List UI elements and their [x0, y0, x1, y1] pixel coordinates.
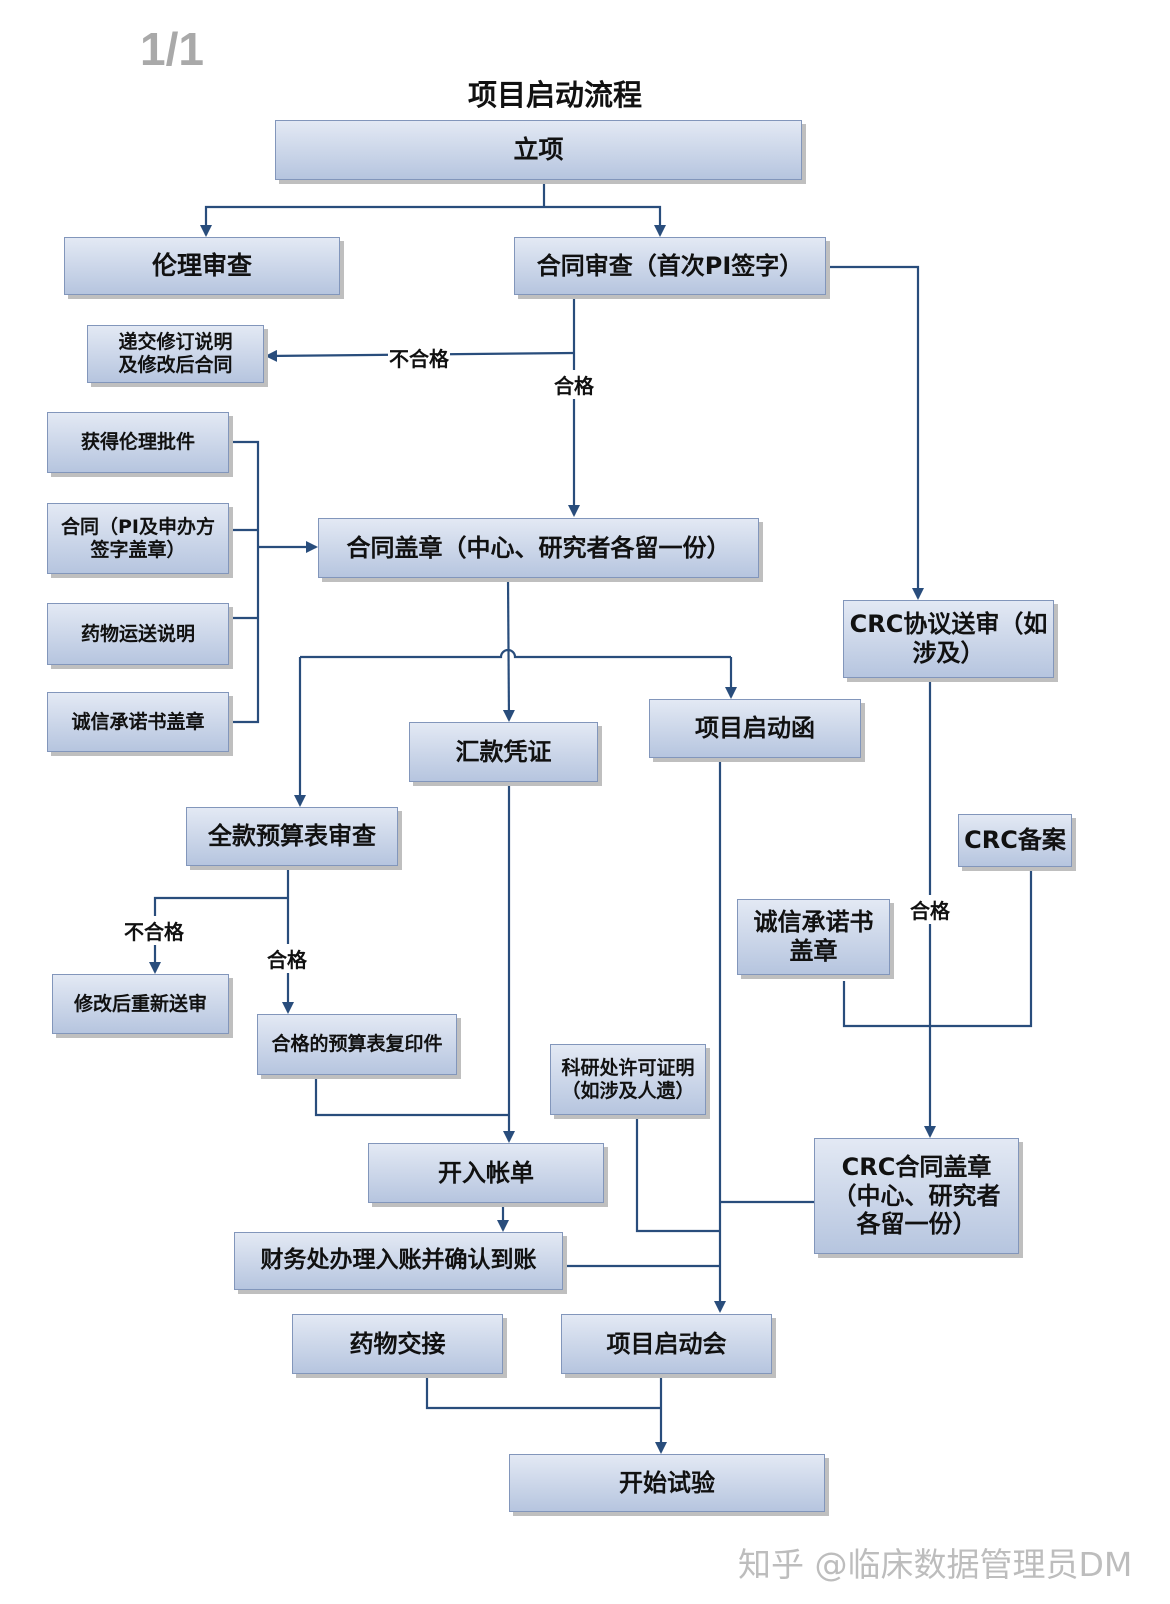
node-contract-pi-sign: 合同（PI及申办方 签字盖章）: [47, 503, 229, 574]
edge-copy-to-line: [314, 1075, 509, 1117]
edge-branch-horizontal: [300, 648, 731, 659]
node-lixiang: 立项: [275, 120, 802, 180]
node-ethics-review: 伦理审查: [64, 237, 340, 295]
label-pass-contract-review: 合格: [553, 370, 595, 399]
node-integrity-stamp-right: 诚信承诺书 盖章: [737, 899, 890, 975]
label-fail-contract-review: 不合格: [388, 343, 450, 372]
node-crc-contract-stamp: CRC合同盖章 （中心、研究者 各留一份）: [814, 1138, 1019, 1254]
node-budget-copy: 合格的预算表复印件: [257, 1014, 457, 1075]
edge-to-contract-review: [544, 205, 666, 237]
node-contract-stamp: 合同盖章（中心、研究者各留一份）: [318, 518, 759, 578]
edge-to-crc-agreement: [826, 265, 924, 600]
node-crc-filing: CRC备案: [958, 814, 1072, 867]
edge-drug-to-start: [425, 1374, 661, 1410]
node-crc-agreement: CRC协议送审（如 涉及）: [843, 600, 1054, 678]
diagram-title: 项目启动流程: [467, 78, 642, 112]
watermark: 知乎 @临床数据管理员DM: [738, 1545, 1133, 1584]
node-drug-handover: 药物交接: [292, 1314, 503, 1374]
node-kickoff-meeting: 项目启动会: [561, 1314, 772, 1374]
node-contract-review: 合同审查（首次PI签字）: [514, 237, 826, 295]
node-start-trial: 开始试验: [509, 1454, 825, 1512]
edge-to-lunli: [200, 205, 544, 237]
node-research-permit: 科研处许可证明 （如涉及人遗）: [550, 1044, 706, 1115]
page-indicator: 1/1: [140, 23, 204, 75]
edge-left-bracket: [230, 440, 260, 724]
node-resubmit: 修改后重新送审: [52, 974, 229, 1034]
node-startup-letter: 项目启动函: [649, 699, 861, 758]
node-drug-shipping: 药物运送说明: [47, 603, 229, 665]
node-submit-revision: 递交修订说明 及修改后合同: [87, 325, 264, 383]
node-finance-confirm: 财务处办理入账并确认到账: [234, 1232, 563, 1290]
node-open-account: 开入帐单: [368, 1143, 604, 1203]
label-pass-budget: 合格: [266, 944, 308, 973]
node-integrity-stamp-left: 诚信承诺书盖章: [47, 692, 229, 752]
label-fail-budget: 不合格: [123, 916, 185, 945]
node-remittance: 汇款凭证: [409, 722, 598, 782]
label-pass-crc: 合格: [909, 895, 951, 924]
edge-integrity-filing-merge: [842, 867, 1033, 1028]
edge-budget-fail: [149, 896, 288, 974]
node-ethics-approval: 获得伦理批件: [47, 412, 229, 473]
node-budget-review: 全款预算表审查: [186, 807, 398, 866]
edge-permit-to-main: [635, 1115, 720, 1233]
